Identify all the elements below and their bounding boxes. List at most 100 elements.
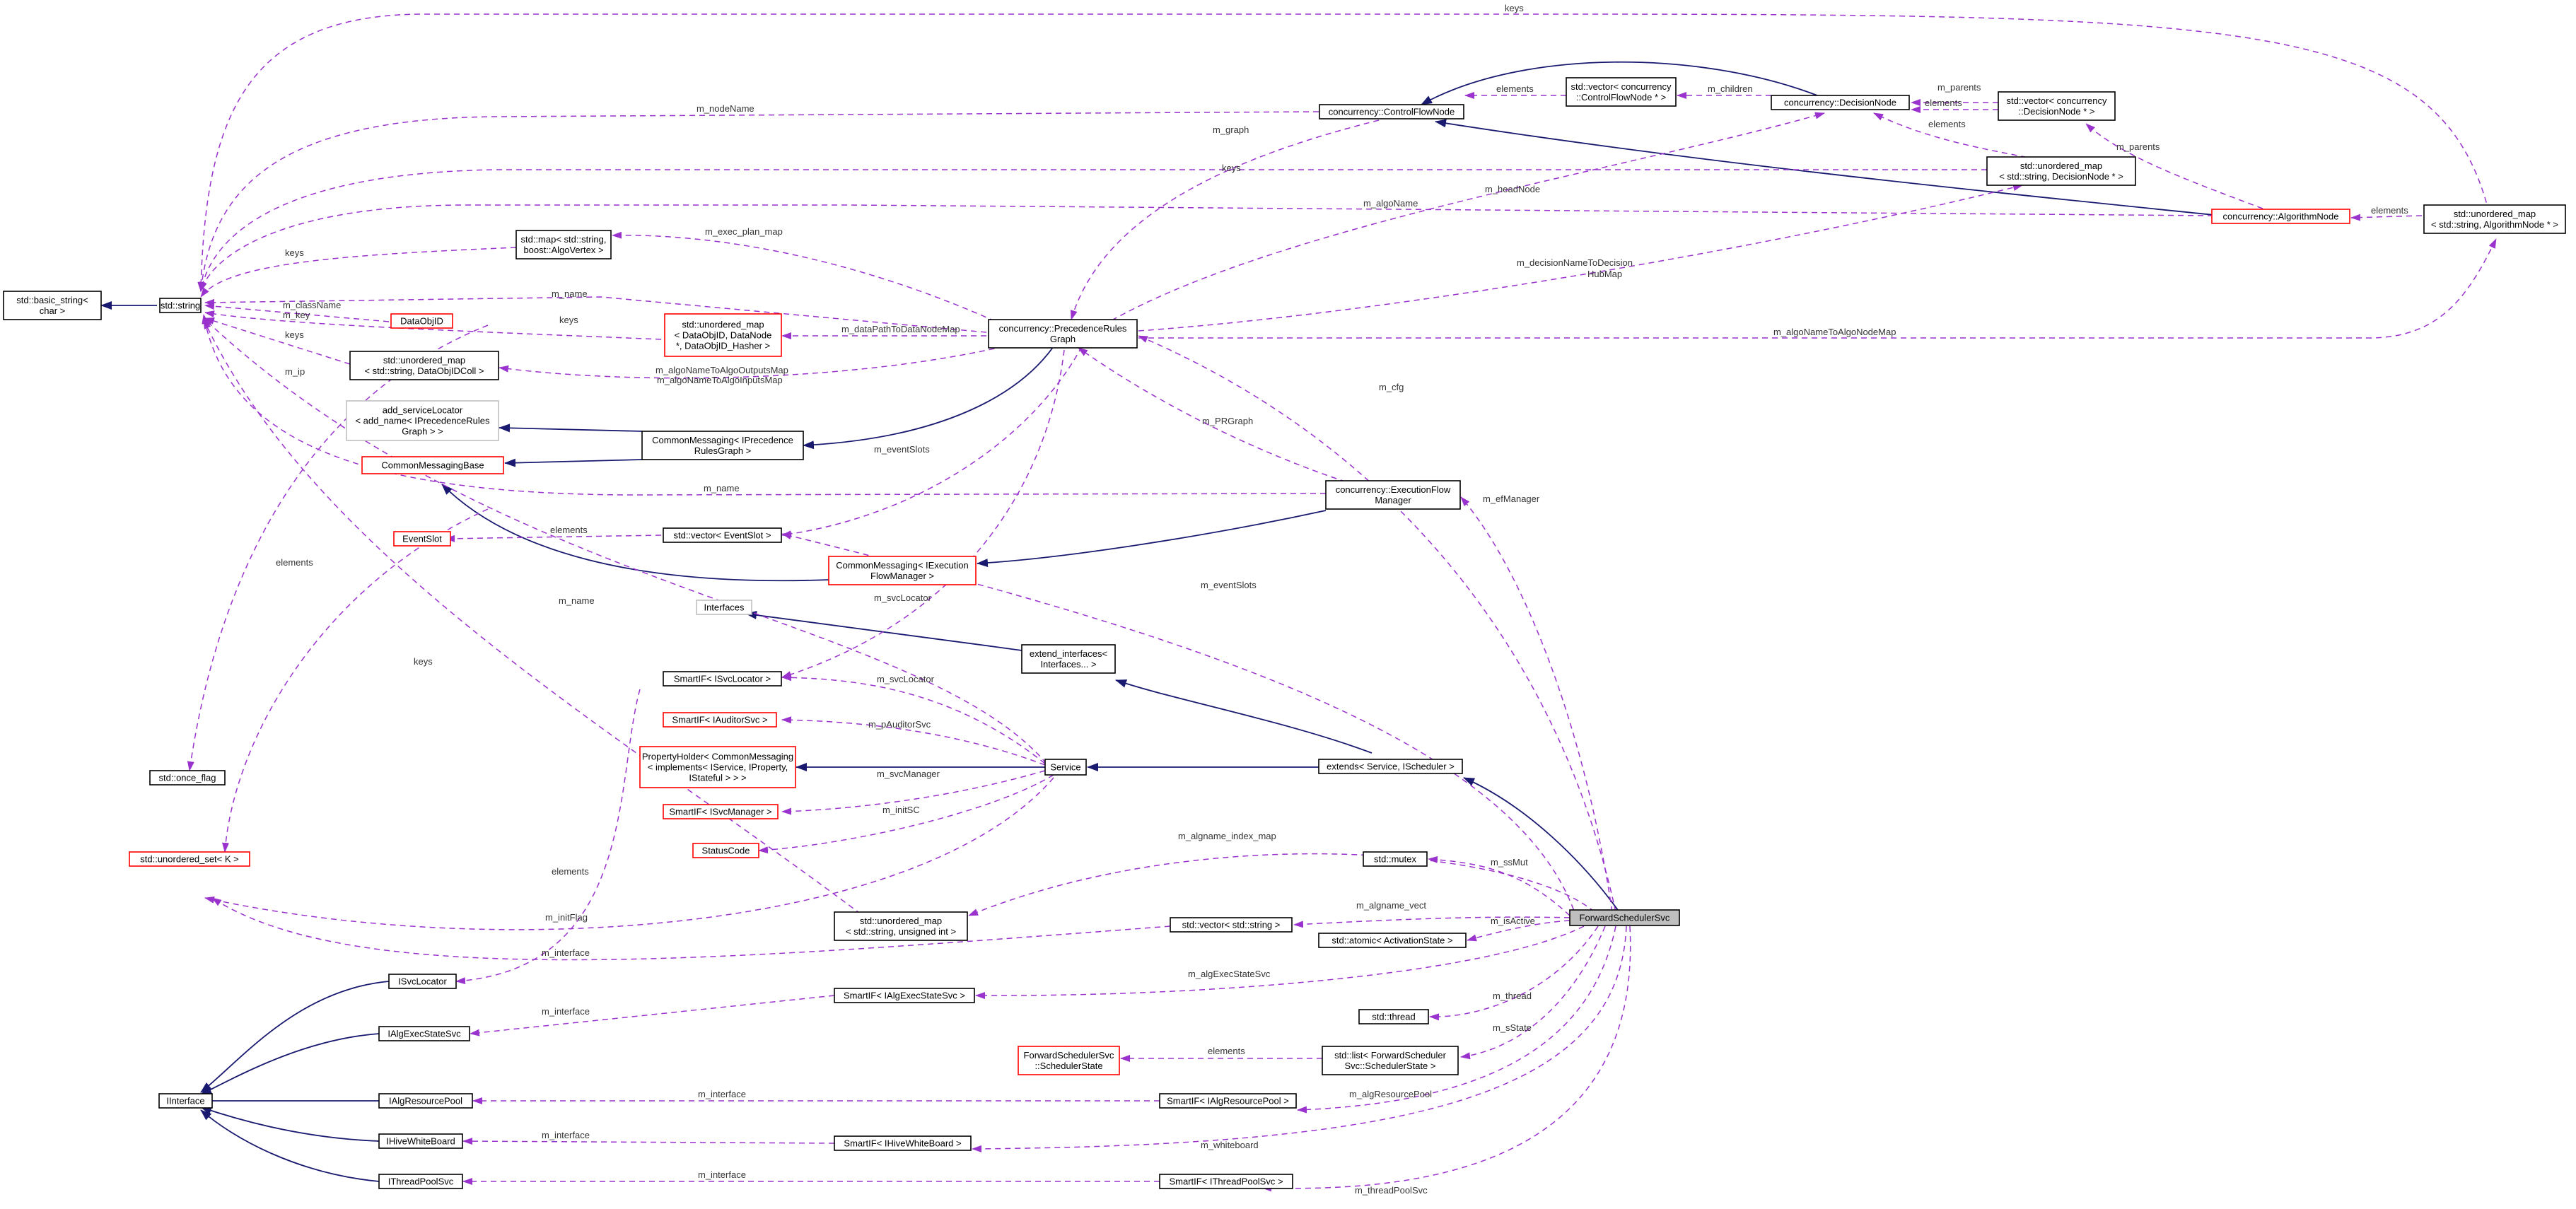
node-list-schedulerstate[interactable]: std::list< ForwardSchedulerSvc::Schedule… xyxy=(1322,1046,1459,1075)
node-smartif-ithreadpoolsvc[interactable]: SmartIF< IThreadPoolSvc > xyxy=(1159,1174,1293,1189)
node-label: concurrency::ExecutionFlow xyxy=(1336,484,1451,495)
node-vector-decisionnode[interactable]: std::vector< concurrency::DecisionNode *… xyxy=(1998,91,2116,121)
node-smartif-isvcmanager[interactable]: SmartIF< ISvcManager > xyxy=(663,804,779,819)
node-umap-unsigned[interactable]: std::unordered_map< std::string, unsigne… xyxy=(834,911,968,941)
node-std-mutex[interactable]: std::mutex xyxy=(1363,851,1428,867)
node-smartif-isvclocator[interactable]: SmartIF< ISvcLocator > xyxy=(663,671,782,687)
node-std-thread[interactable]: std::thread xyxy=(1358,1009,1429,1024)
node-smartif-ihivewhiteboard[interactable]: SmartIF< IHiveWhiteBoard > xyxy=(834,1135,972,1151)
edge-m-cfg xyxy=(1138,335,1616,913)
node-label: concurrency::DecisionNode xyxy=(1784,98,1896,108)
node-ihivewhiteboard[interactable]: IHiveWhiteBoard xyxy=(378,1133,463,1149)
label-elements-ss: elements xyxy=(1208,1046,1245,1056)
node-commonmessagingbase[interactable]: CommonMessagingBase xyxy=(361,456,504,474)
node-iinterface[interactable]: IInterface xyxy=(158,1093,213,1109)
label-m-children: m_children xyxy=(1708,83,1753,94)
edge-elements-set xyxy=(222,508,489,853)
node-add-servicelocator[interactable]: add_serviceLocator< add_name< IPrecedenc… xyxy=(346,400,499,441)
node-service[interactable]: Service xyxy=(1044,759,1087,776)
label-elements-cfn: elements xyxy=(1496,83,1534,94)
node-decisionnode[interactable]: concurrency::DecisionNode xyxy=(1771,95,1910,110)
node-label: IHiveWhiteBoard xyxy=(386,1136,455,1147)
edge-m-classname xyxy=(204,303,390,322)
node-umap-algorithmnode[interactable]: std::unordered_map< std::string, Algorit… xyxy=(2423,204,2566,234)
node-eventslot[interactable]: EventSlot xyxy=(393,531,451,547)
edge-extend-interfaces-to-interfaces xyxy=(745,610,1022,651)
node-vector-controlflownode[interactable]: std::vector< concurrency::ControlFlowNod… xyxy=(1566,77,1677,107)
node-basic-string[interactable]: std::basic_string<char > xyxy=(3,291,102,320)
node-box xyxy=(515,230,612,259)
node-box xyxy=(388,974,457,989)
label-m-algname-vect: m_algname_vect xyxy=(1356,900,1426,911)
edge-m-name-svc xyxy=(203,317,1047,764)
label-m-initflag: m_initFlag xyxy=(545,912,588,923)
edge-cm-iprecedence-to-add-servicelocator xyxy=(499,424,643,433)
node-label: std::unordered_map xyxy=(2020,160,2102,171)
node-isvclocator[interactable]: ISvcLocator xyxy=(388,974,457,989)
node-label: IStateful > > > xyxy=(689,773,746,783)
edge-m-interface-sl xyxy=(455,689,641,985)
node-umap-dataobjidcoll[interactable]: std::unordered_map< std::string, DataObj… xyxy=(349,351,499,380)
node-box xyxy=(1566,77,1677,107)
node-dataobjid[interactable]: DataObjID xyxy=(390,313,453,329)
label-m-decisionname-1: m_decisionNameToDecision xyxy=(1517,257,1633,268)
label-m-parents-an: m_parents xyxy=(2116,141,2160,152)
node-ithreadpoolsvc[interactable]: IThreadPoolSvc xyxy=(378,1174,463,1189)
label-m-algexecstatesvc: m_algExecStateSvc xyxy=(1188,969,1271,979)
edge-m-sstate xyxy=(1460,925,1606,1060)
node-once-flag[interactable]: std::once_flag xyxy=(149,770,226,785)
node-extends-service[interactable]: extends< Service, IScheduler > xyxy=(1318,759,1463,774)
edge-m-eventslots-prg xyxy=(781,346,1083,538)
node-box xyxy=(1998,91,2116,121)
node-extend-interfaces[interactable]: extend_interfaces<Interfaces... > xyxy=(1021,644,1116,674)
node-label: IAlgExecStateSvc xyxy=(387,1029,461,1039)
node-vector-string[interactable]: std::vector< std::string > xyxy=(1170,917,1293,933)
node-vector-eventslot[interactable]: std::vector< EventSlot > xyxy=(663,527,782,543)
node-propertyholder[interactable]: PropertyHolder< CommonMessaging< impleme… xyxy=(639,746,796,788)
node-box xyxy=(834,1135,972,1151)
node-ialgresourcepool[interactable]: IAlgResourcePool xyxy=(378,1093,473,1109)
node-umap-decisionnode[interactable]: std::unordered_map< std::string, Decisio… xyxy=(1986,156,2136,186)
node-statuscode[interactable]: StatusCode xyxy=(692,843,759,858)
node-ialgexecstatesvc[interactable]: IAlgExecStateSvc xyxy=(378,1026,470,1041)
node-schedulerstate[interactable]: ForwardSchedulerSvc::SchedulerState xyxy=(1018,1046,1120,1075)
node-smartif-ialgresourcepool[interactable]: SmartIF< IAlgResourcePool > xyxy=(1159,1093,1297,1109)
node-box xyxy=(1159,1174,1293,1189)
node-label: ForwardSchedulerSvc xyxy=(1580,913,1670,923)
node-controlflownode[interactable]: concurrency::ControlFlowNode xyxy=(1319,104,1464,119)
node-forwardschedulersvc[interactable]: ForwardSchedulerSvc xyxy=(1569,909,1680,926)
node-umap-dataobjid-datanode[interactable]: std::unordered_map< DataObjID, DataNode … xyxy=(664,313,782,357)
node-label: ::ControlFlowNode * > xyxy=(1576,92,1667,103)
label-m-classname: m_className xyxy=(283,300,341,310)
node-atomic-activationstate[interactable]: std::atomic< ActivationState > xyxy=(1318,933,1467,948)
label-m-interface-sl: m_interface xyxy=(542,947,590,958)
node-smartif-ialgexecstatesvc[interactable]: SmartIF< IAlgExecStateSvc > xyxy=(834,988,975,1003)
label-m-cfg: m_cfg xyxy=(1379,382,1404,392)
node-box xyxy=(1159,1093,1297,1109)
label-m-svcmanager: m_svcManager xyxy=(877,769,940,779)
node-box xyxy=(393,531,451,547)
node-label: EventSlot xyxy=(402,534,442,544)
node-interfaces[interactable]: Interfaces xyxy=(696,600,752,615)
node-map-algovertex[interactable]: std::map< std::string,boost::AlgoVertex … xyxy=(515,230,612,259)
node-label: std::map< std::string, xyxy=(520,234,606,245)
node-label: CommonMessagingBase xyxy=(381,460,484,471)
node-label: std::list< ForwardScheduler xyxy=(1334,1050,1447,1061)
node-std-string[interactable]: std::string xyxy=(159,298,202,313)
node-unordered-set-K[interactable]: std::unordered_set< K > xyxy=(129,851,250,867)
edge-cm-iprecedence-to-commonmessagingbase xyxy=(504,458,643,467)
node-box xyxy=(1569,909,1680,926)
node-label: FlowManager > xyxy=(870,571,934,581)
node-algorithmnode[interactable]: concurrency::AlgorithmNode xyxy=(2211,209,2350,224)
label-m-eventslots-fss: m_eventSlots xyxy=(1201,580,1257,590)
label-elements-set: elements xyxy=(276,557,313,568)
node-label: std::mutex xyxy=(1374,854,1416,865)
node-box xyxy=(1363,851,1428,867)
node-smartif-iauditorsvc[interactable]: SmartIF< IAuditorSvc > xyxy=(663,712,777,728)
node-label: std::vector< EventSlot > xyxy=(673,530,771,541)
label-elements-vs: elements xyxy=(552,866,589,877)
